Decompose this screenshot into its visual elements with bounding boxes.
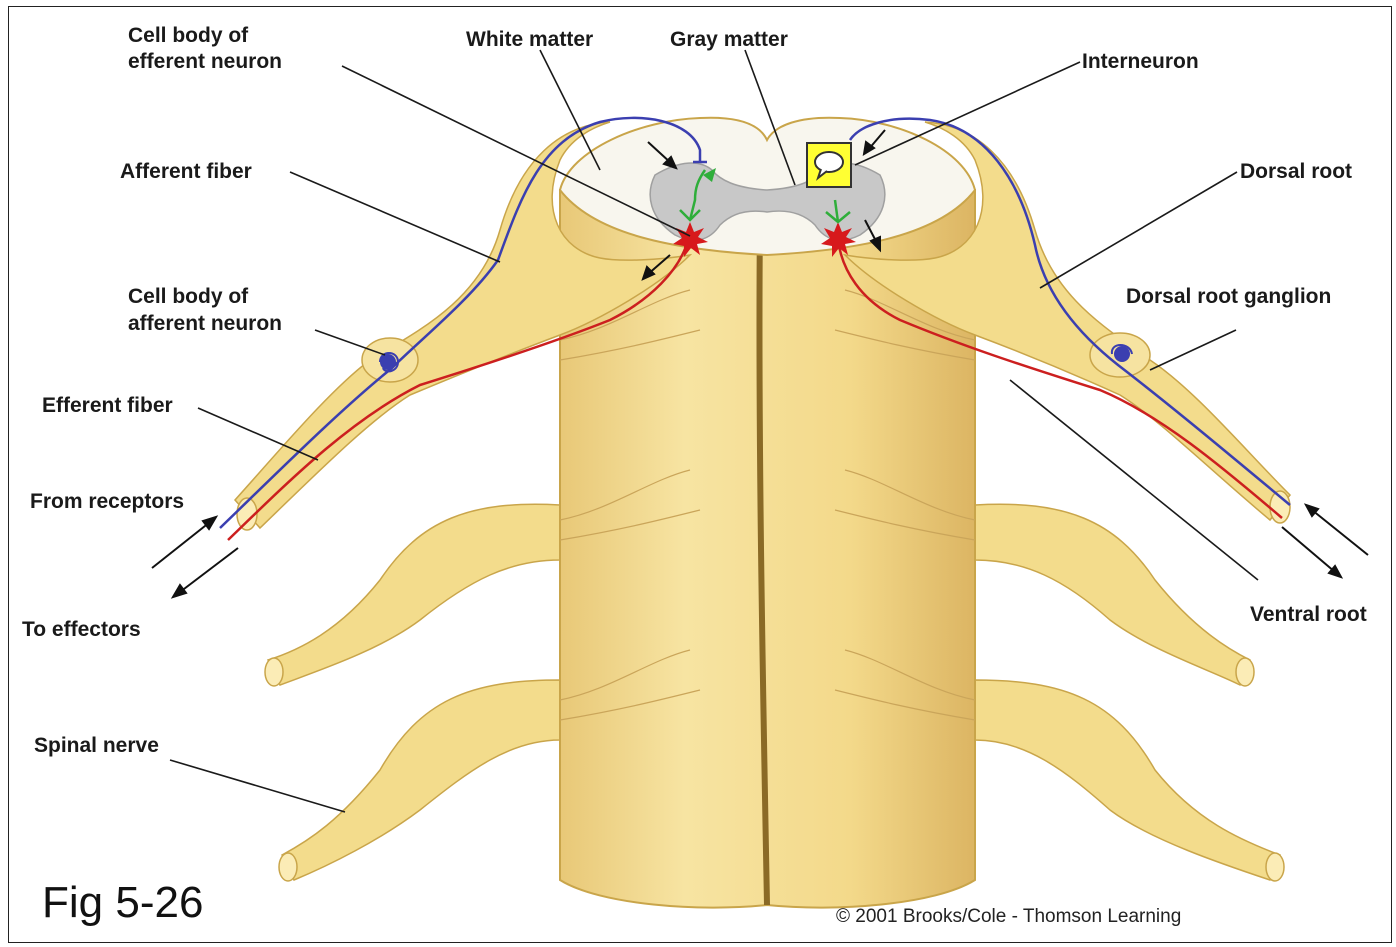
label-dorsal-root-ganglion: Dorsal root ganglion: [1126, 285, 1331, 308]
label-to-effectors: To effectors: [22, 618, 141, 641]
comment-note-icon[interactable]: [806, 142, 852, 188]
spinal-cord: [560, 118, 975, 908]
figure-number: Fig 5-26: [42, 878, 203, 928]
label-efferent-fiber: Efferent fiber: [42, 394, 173, 417]
speech-bubble-icon: [808, 144, 850, 186]
label-cell-body-afferent-line1: Cell body of: [128, 285, 249, 308]
label-gray-matter: Gray matter: [670, 28, 788, 51]
label-cell-body-efferent-line2: efferent neuron: [128, 50, 282, 73]
label-dorsal-root: Dorsal root: [1240, 160, 1352, 183]
label-cell-body-afferent-line2: afferent neuron: [128, 312, 282, 335]
label-cell-body-efferent-line1: Cell body of: [128, 24, 249, 47]
label-ventral-root: Ventral root: [1250, 603, 1367, 626]
label-afferent-fiber: Afferent fiber: [120, 160, 252, 183]
label-spinal-nerve: Spinal nerve: [34, 734, 159, 757]
label-white-matter: White matter: [466, 28, 593, 51]
label-interneuron: Interneuron: [1082, 50, 1199, 73]
label-from-receptors: From receptors: [30, 490, 184, 513]
copyright-notice: © 2001 Brooks/Cole - Thomson Learning: [836, 906, 1181, 928]
